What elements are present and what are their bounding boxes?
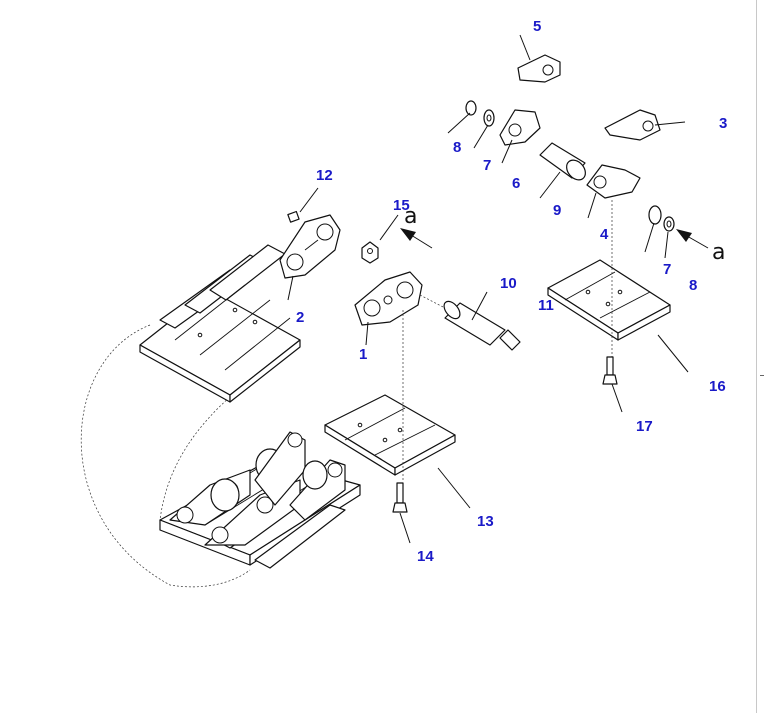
- part-17-bolt: [602, 356, 618, 385]
- callout-12: 12: [316, 167, 333, 184]
- callout-6: 6: [512, 175, 521, 192]
- callout-15: 15: [393, 197, 410, 214]
- part-9-bushing: [539, 142, 586, 181]
- part-2-link: [279, 214, 341, 279]
- part-8-seal-upper: [465, 100, 477, 116]
- callout-5: 5: [533, 18, 542, 35]
- part-4-link: [586, 164, 641, 199]
- part-7-seal-right: [663, 216, 675, 232]
- view-ref-right: a: [712, 240, 726, 265]
- part-7-seal-upper: [483, 109, 495, 127]
- part-6-link-half: [499, 109, 541, 146]
- part-5-bracket: [517, 54, 561, 83]
- callout-16: 16: [709, 378, 726, 395]
- callout-7-right: 7: [663, 261, 672, 278]
- callout-10: 10: [500, 275, 517, 292]
- callout-9: 9: [553, 202, 562, 219]
- callout-1: 1: [359, 346, 368, 363]
- callout-8-upper: 8: [453, 139, 462, 156]
- view-ref-left: a: [404, 204, 418, 229]
- page-edge-tick: [760, 375, 764, 376]
- part-14-bolt: [392, 482, 408, 513]
- part-13-shoe: [324, 394, 456, 476]
- part-3-link-half: [604, 109, 661, 141]
- callout-17: 17: [636, 418, 653, 435]
- callout-11: 11: [538, 297, 554, 314]
- part-12-bolt: [287, 210, 300, 223]
- part-8-seal-right: [648, 205, 662, 225]
- part-1-master-link: [354, 271, 423, 326]
- view-arrow-left: [400, 228, 433, 249]
- part-16-shoe: [547, 259, 671, 341]
- guide-line-10: [419, 294, 446, 309]
- track-chain-outline: [80, 324, 301, 588]
- track-chain-assembly-lower: [159, 431, 361, 569]
- part-15-nut: [361, 241, 379, 264]
- callout-2: 2: [296, 309, 305, 326]
- view-arrow-right: [676, 229, 709, 249]
- callout-4: 4: [600, 226, 609, 243]
- callout-8-right: 8: [689, 277, 698, 294]
- leader-lines: [287, 34, 689, 544]
- track-shoe-assembly-upper: [139, 244, 301, 403]
- callout-13: 13: [477, 513, 494, 530]
- callout-3: 3: [719, 115, 728, 132]
- callout-14: 14: [417, 548, 434, 565]
- callout-7-upper: 7: [483, 157, 492, 174]
- part-10-pin: [443, 300, 521, 351]
- page-edge: [756, 0, 764, 713]
